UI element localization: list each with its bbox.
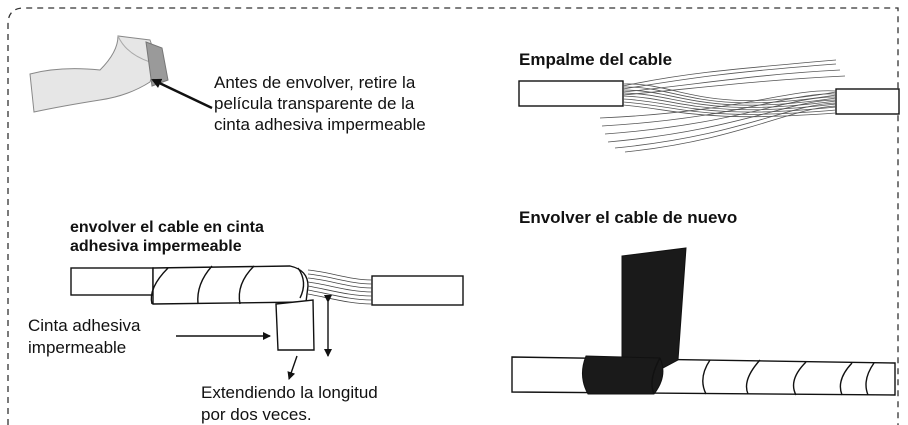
extend-arrow [287,355,298,380]
extend-note-line-1: Extendiendo la longitud [201,383,378,402]
tape-label-line-1: Cinta adhesiva [28,316,141,335]
peel-note-line-2: película transparente de la [214,94,415,113]
rewrap-title: Envolver el cable de nuevo [519,208,738,227]
peel-arrow [151,78,213,110]
peel-note-line-3: cinta adhesiva impermeable [214,115,426,134]
cable-splice-illustration [518,59,900,153]
rewrap-illustration [511,247,896,396]
splice-title: Empalme del cable [519,50,673,69]
extend-note-line-2: por dos veces. [201,405,312,424]
tape-wrap-illustration [70,265,464,351]
dashed-frame [7,7,899,425]
wrap-title-line-1: envolver el cable en cinta [70,219,264,236]
tape-label-line-2: impermeable [28,338,127,357]
peel-note-line-1: Antes de envolver, retire la [214,73,416,92]
wrap-title-line-2: adhesiva impermeable [70,238,242,255]
tape-peel-illustration [29,35,169,113]
